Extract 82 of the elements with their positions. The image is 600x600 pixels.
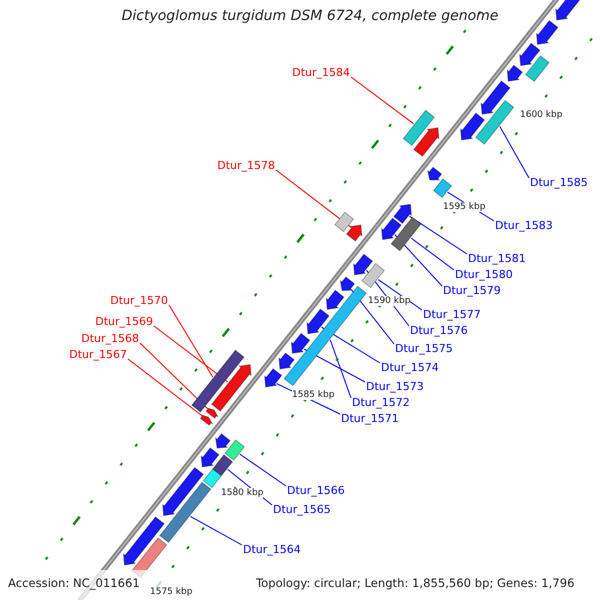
leader-line bbox=[154, 326, 228, 383]
scale-label: 1595 kbp bbox=[443, 202, 486, 212]
scale-label: 1585 kbp bbox=[292, 390, 334, 400]
leader-line bbox=[408, 216, 468, 254]
gene-bar bbox=[432, 178, 452, 198]
gene-label: Dtur_1566 bbox=[287, 484, 345, 497]
leader-line bbox=[190, 516, 242, 546]
gene-label: Dtur_1574 bbox=[381, 361, 439, 374]
gene-block bbox=[215, 433, 231, 449]
leader-line bbox=[378, 279, 422, 310]
gene-label: Dtur_1579 bbox=[443, 284, 501, 297]
leader-line bbox=[128, 358, 202, 416]
gene-block bbox=[200, 414, 213, 426]
gene-label: Dtur_1571 bbox=[341, 412, 399, 425]
scale-label: 1575 kbp bbox=[150, 587, 192, 597]
accession-text: Accession: NC_011661 bbox=[8, 576, 140, 590]
gene-block bbox=[162, 466, 204, 516]
leader-line bbox=[168, 304, 214, 378]
gene-block bbox=[480, 80, 511, 115]
gene-block bbox=[123, 516, 165, 566]
gene-bar bbox=[212, 454, 234, 476]
gene-label: Dtur_1578 bbox=[217, 159, 275, 172]
gene-label: Dtur_1575 bbox=[395, 342, 453, 355]
gene-label: Dtur_1565 bbox=[273, 503, 331, 516]
gene-bar bbox=[402, 110, 435, 146]
gene-label: Dtur_1568 bbox=[81, 332, 139, 345]
gene-block bbox=[206, 407, 218, 419]
leader-line bbox=[350, 76, 414, 124]
gene-block bbox=[326, 290, 344, 310]
gene-block bbox=[506, 64, 523, 82]
gene-block bbox=[536, 20, 558, 45]
scale-label: 1580 kbp bbox=[221, 488, 264, 498]
genome-info-text: Topology: circular; Length: 1,855,560 bp; Genes: 1,796 bbox=[256, 576, 574, 590]
gene-label: Dtur_1576 bbox=[410, 324, 468, 337]
gene-block bbox=[427, 166, 442, 180]
gene-label: Dtur_1572 bbox=[352, 396, 410, 409]
gene-block bbox=[211, 364, 252, 412]
leader-line bbox=[499, 126, 530, 178]
gene-label: Dtur_1564 bbox=[243, 543, 301, 556]
leader-line bbox=[410, 238, 454, 270]
gene-block bbox=[381, 218, 402, 240]
gene-block bbox=[278, 352, 295, 370]
gene-block bbox=[519, 42, 540, 66]
gene-bar bbox=[525, 55, 550, 82]
gene-block bbox=[346, 224, 362, 242]
gene-label: Dtur_1570 bbox=[110, 294, 168, 307]
leader-line bbox=[239, 454, 286, 486]
gene-bar bbox=[475, 100, 514, 145]
gene-block bbox=[353, 254, 374, 276]
leader-line bbox=[140, 342, 208, 409]
gene-label: Dtur_1569 bbox=[95, 315, 153, 328]
gene-label: Dtur_1577 bbox=[423, 308, 481, 321]
gene-block bbox=[306, 308, 330, 334]
leader-line bbox=[350, 289, 394, 344]
gene-bar bbox=[390, 216, 422, 252]
leader-line bbox=[394, 234, 442, 286]
gene-bar bbox=[334, 212, 354, 232]
leader-line bbox=[304, 348, 366, 382]
gene-label: Dtur_1567 bbox=[69, 348, 127, 361]
gene-bar bbox=[361, 262, 385, 288]
leader-line bbox=[276, 170, 352, 228]
scale-label: 1600 kbp bbox=[520, 110, 562, 120]
gene-block bbox=[264, 368, 282, 388]
gene-block bbox=[413, 127, 440, 157]
gene-bar bbox=[284, 286, 367, 386]
title: Dictyoglomus turgidum DSM 6724, complete genome bbox=[120, 8, 500, 24]
gene-label: Dtur_1580 bbox=[455, 268, 513, 281]
gene-label: Dtur_1585 bbox=[530, 176, 588, 189]
scale-label: 1590 kbp bbox=[368, 296, 410, 306]
gene-block bbox=[340, 276, 356, 292]
leader-line bbox=[330, 340, 352, 398]
gene-bar bbox=[191, 350, 245, 413]
gene-label: Dtur_1581 bbox=[468, 252, 526, 265]
gene-block bbox=[460, 112, 486, 140]
gene-block bbox=[200, 447, 220, 468]
gene-bar bbox=[159, 482, 212, 543]
gene-block bbox=[393, 204, 412, 224]
gene-label: Dtur_1584 bbox=[292, 66, 350, 79]
gene-bar bbox=[224, 439, 245, 461]
gene-block bbox=[290, 332, 310, 354]
gene-label: Dtur_1583 bbox=[495, 219, 553, 232]
gene-label: Dtur_1573 bbox=[366, 380, 424, 393]
